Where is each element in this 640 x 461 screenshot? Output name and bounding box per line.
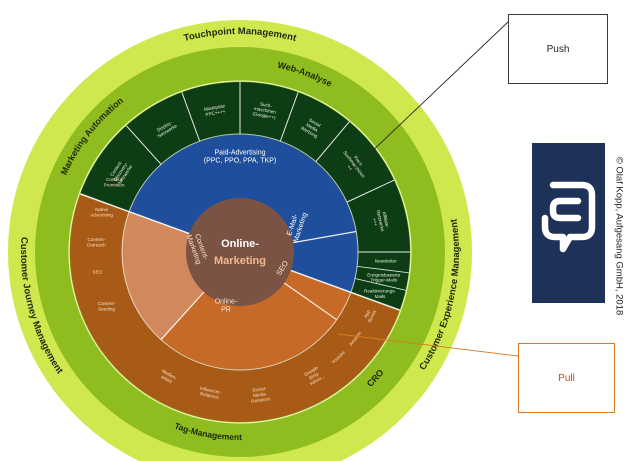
content-channel-item: Content-Outreach — [87, 237, 106, 247]
email-cell-divider — [354, 278, 406, 291]
paid-cell-divider — [125, 125, 162, 165]
paid-cell-divider — [315, 121, 350, 162]
paid-cell-divider — [279, 92, 299, 142]
sector-dividers — [79, 82, 410, 371]
paid-channel-item: Affiliate-Netzwerke+++ — [370, 209, 390, 234]
push-connector-line — [345, 21, 509, 177]
pull-box: Pull — [518, 343, 615, 413]
copyright-text: © Olaf Kopp, Aufgesang GmbH, 2018 — [613, 156, 625, 316]
push-box: Push — [508, 14, 608, 84]
seo-channel-item: AppStores — [362, 306, 377, 323]
center-line1: Online- — [221, 238, 259, 250]
content-channel-item: Content-Seeding — [98, 301, 116, 311]
pull-connector-line — [337, 333, 519, 357]
paid-advertising-band — [80, 82, 410, 311]
divider-email — [293, 230, 357, 244]
content-band — [70, 193, 400, 422]
ring-separator — [68, 80, 412, 424]
content-channel-item: SEO — [93, 270, 103, 275]
pr-channel-item: Influencer-Relations — [198, 386, 222, 401]
aufgesang-logo — [532, 143, 605, 303]
paid-advertising-label: Paid-Advertising(PPC, PPO, PPA, TKP) — [204, 149, 276, 164]
divider-seo — [283, 282, 338, 321]
paid-cell-divider — [346, 179, 395, 203]
paid-cell-divider — [181, 92, 201, 142]
pull-label: Pull — [558, 372, 575, 384]
push-label: Push — [546, 43, 570, 55]
email-channel-item: Newsletter — [375, 259, 397, 264]
center-line2: Marketing — [214, 255, 266, 267]
online-pr-label: Online-PR — [215, 298, 238, 313]
email-channel-item: Reaktivierungs-Mails — [364, 288, 396, 298]
divider-right — [290, 269, 401, 311]
paid-channel-item: Such-maschinen(Google++) — [252, 100, 278, 120]
divider-pr — [160, 291, 205, 341]
speech-bubble-logo-icon — [541, 181, 596, 253]
email-cell-divider — [357, 265, 409, 274]
paid-channel-item: MarktplatzPPC++++ — [204, 103, 227, 117]
divider-left — [79, 193, 190, 235]
center-circle — [186, 198, 294, 306]
copyright-note: © Olaf Kopp, Aufgesang GmbH, 2018 — [612, 136, 626, 336]
pr-channel-item: Social-Media-Relations — [249, 385, 271, 403]
